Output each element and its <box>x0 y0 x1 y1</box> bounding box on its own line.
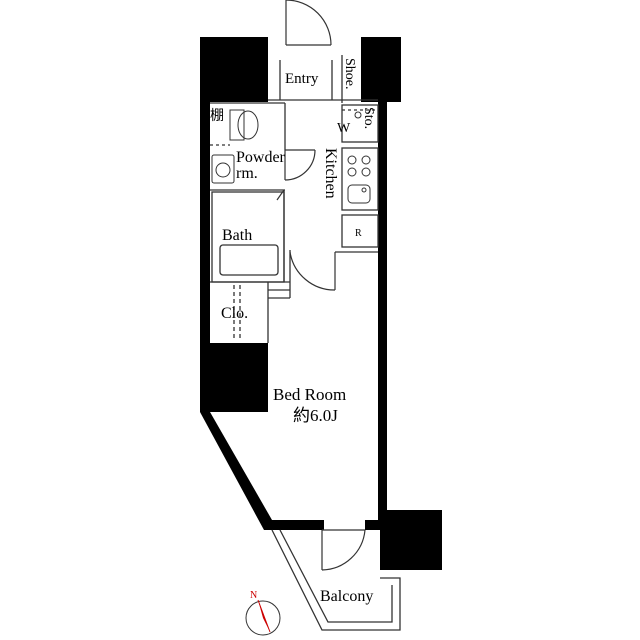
label-shelf: 棚 <box>210 108 224 124</box>
wall-right <box>378 100 387 520</box>
wall-left-block <box>200 343 268 412</box>
wall-left-upper <box>200 100 210 343</box>
stove-icon <box>347 155 371 177</box>
label-closet: Clo. <box>221 305 248 322</box>
doors <box>268 0 366 571</box>
label-fridge: R <box>355 228 362 239</box>
label-kitchen: Kitchen <box>322 148 339 199</box>
sink-icon <box>347 184 371 204</box>
label-bath: Bath <box>222 227 252 244</box>
label-powder: Powder <box>236 149 286 166</box>
label-sto: Sto. <box>361 107 376 129</box>
column-top-right <box>361 37 401 102</box>
compass: N <box>245 590 281 636</box>
label-bedroom: Bed Room <box>273 385 346 404</box>
washer-drain-icon <box>354 111 362 119</box>
label-powder-rm: rm. <box>236 165 258 182</box>
room-labels: Entry Shoe. Sto. W 棚 Powder rm. Kitchen … <box>210 58 376 605</box>
wall-bottom <box>264 520 324 530</box>
label-w: W <box>337 121 351 136</box>
wall-diagonal <box>200 412 272 530</box>
fixtures <box>211 109 371 204</box>
compass-north-label: N <box>250 590 257 601</box>
label-entry: Entry <box>285 71 319 87</box>
wall-bottom-right <box>365 520 380 530</box>
label-shoe: Shoe. <box>342 58 357 90</box>
structural-walls <box>200 37 442 570</box>
column-top-left <box>200 37 268 102</box>
label-bedroom-size: 約6.0J <box>293 406 338 425</box>
column-bottom-right <box>380 510 442 570</box>
label-balcony: Balcony <box>320 588 373 605</box>
compass-ring <box>245 600 281 636</box>
partitions <box>210 55 401 631</box>
